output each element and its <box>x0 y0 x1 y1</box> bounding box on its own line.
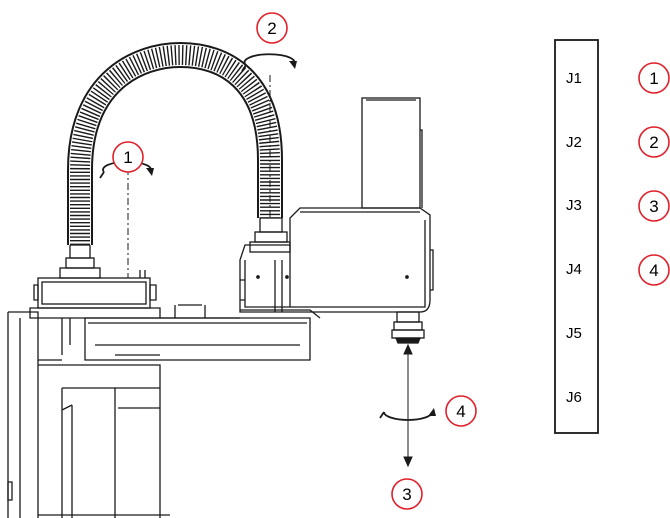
svg-text:J4: J4 <box>566 261 582 278</box>
j3-arrow-up <box>403 343 413 355</box>
callout-j4: 4 <box>445 395 477 427</box>
callout-j3: 3 <box>391 478 423 510</box>
svg-text:J2: J2 <box>566 134 582 151</box>
legend-row-j1: J1 1 <box>566 62 670 94</box>
cable-conduit <box>67 41 283 245</box>
callout-ring <box>638 190 670 222</box>
callout-ring <box>112 141 144 173</box>
svg-text:J5: J5 <box>566 325 582 342</box>
callout-ring <box>638 62 670 94</box>
svg-text:J1: J1 <box>566 70 582 87</box>
joint-legend: J1 1 J2 2 J3 3 J4 4 J5 J6 <box>554 39 670 434</box>
svg-text:J3: J3 <box>566 197 582 214</box>
legend-row-j6: J6 <box>566 389 582 406</box>
callout-ring <box>638 126 670 158</box>
legend-row-j3: J3 3 <box>566 190 670 222</box>
axis-lines <box>127 75 413 468</box>
callout-ring <box>638 254 670 286</box>
svg-text:3: 3 <box>649 197 658 216</box>
callout-j2: 2 <box>256 12 288 44</box>
callout-ring <box>445 395 477 427</box>
upper-arm <box>239 97 434 313</box>
svg-text:1: 1 <box>123 148 132 167</box>
j2-rotation-arrow-icon <box>241 53 297 72</box>
legend-row-j5: J5 <box>566 325 582 342</box>
legend-row-j2: J2 2 <box>566 126 670 158</box>
callout-ring <box>256 12 288 44</box>
base-plate <box>29 304 321 361</box>
j1-motor-housing <box>33 244 157 309</box>
svg-text:3: 3 <box>402 485 411 504</box>
callout-ring <box>391 478 423 510</box>
legend-row-j4: J4 4 <box>566 254 670 286</box>
svg-text:4: 4 <box>649 261 658 280</box>
svg-text:1: 1 <box>649 69 658 88</box>
j3-arrow-down <box>403 456 413 468</box>
tool-flange <box>391 311 425 344</box>
svg-text:J6: J6 <box>566 389 582 406</box>
legend-frame <box>554 39 599 434</box>
svg-text:2: 2 <box>267 19 276 38</box>
robot-pedestal <box>7 311 170 518</box>
callout-j1: 1 <box>112 141 144 173</box>
svg-text:2: 2 <box>649 133 658 152</box>
j4-rotation-arrow-icon <box>379 408 436 421</box>
svg-text:4: 4 <box>456 402 465 421</box>
